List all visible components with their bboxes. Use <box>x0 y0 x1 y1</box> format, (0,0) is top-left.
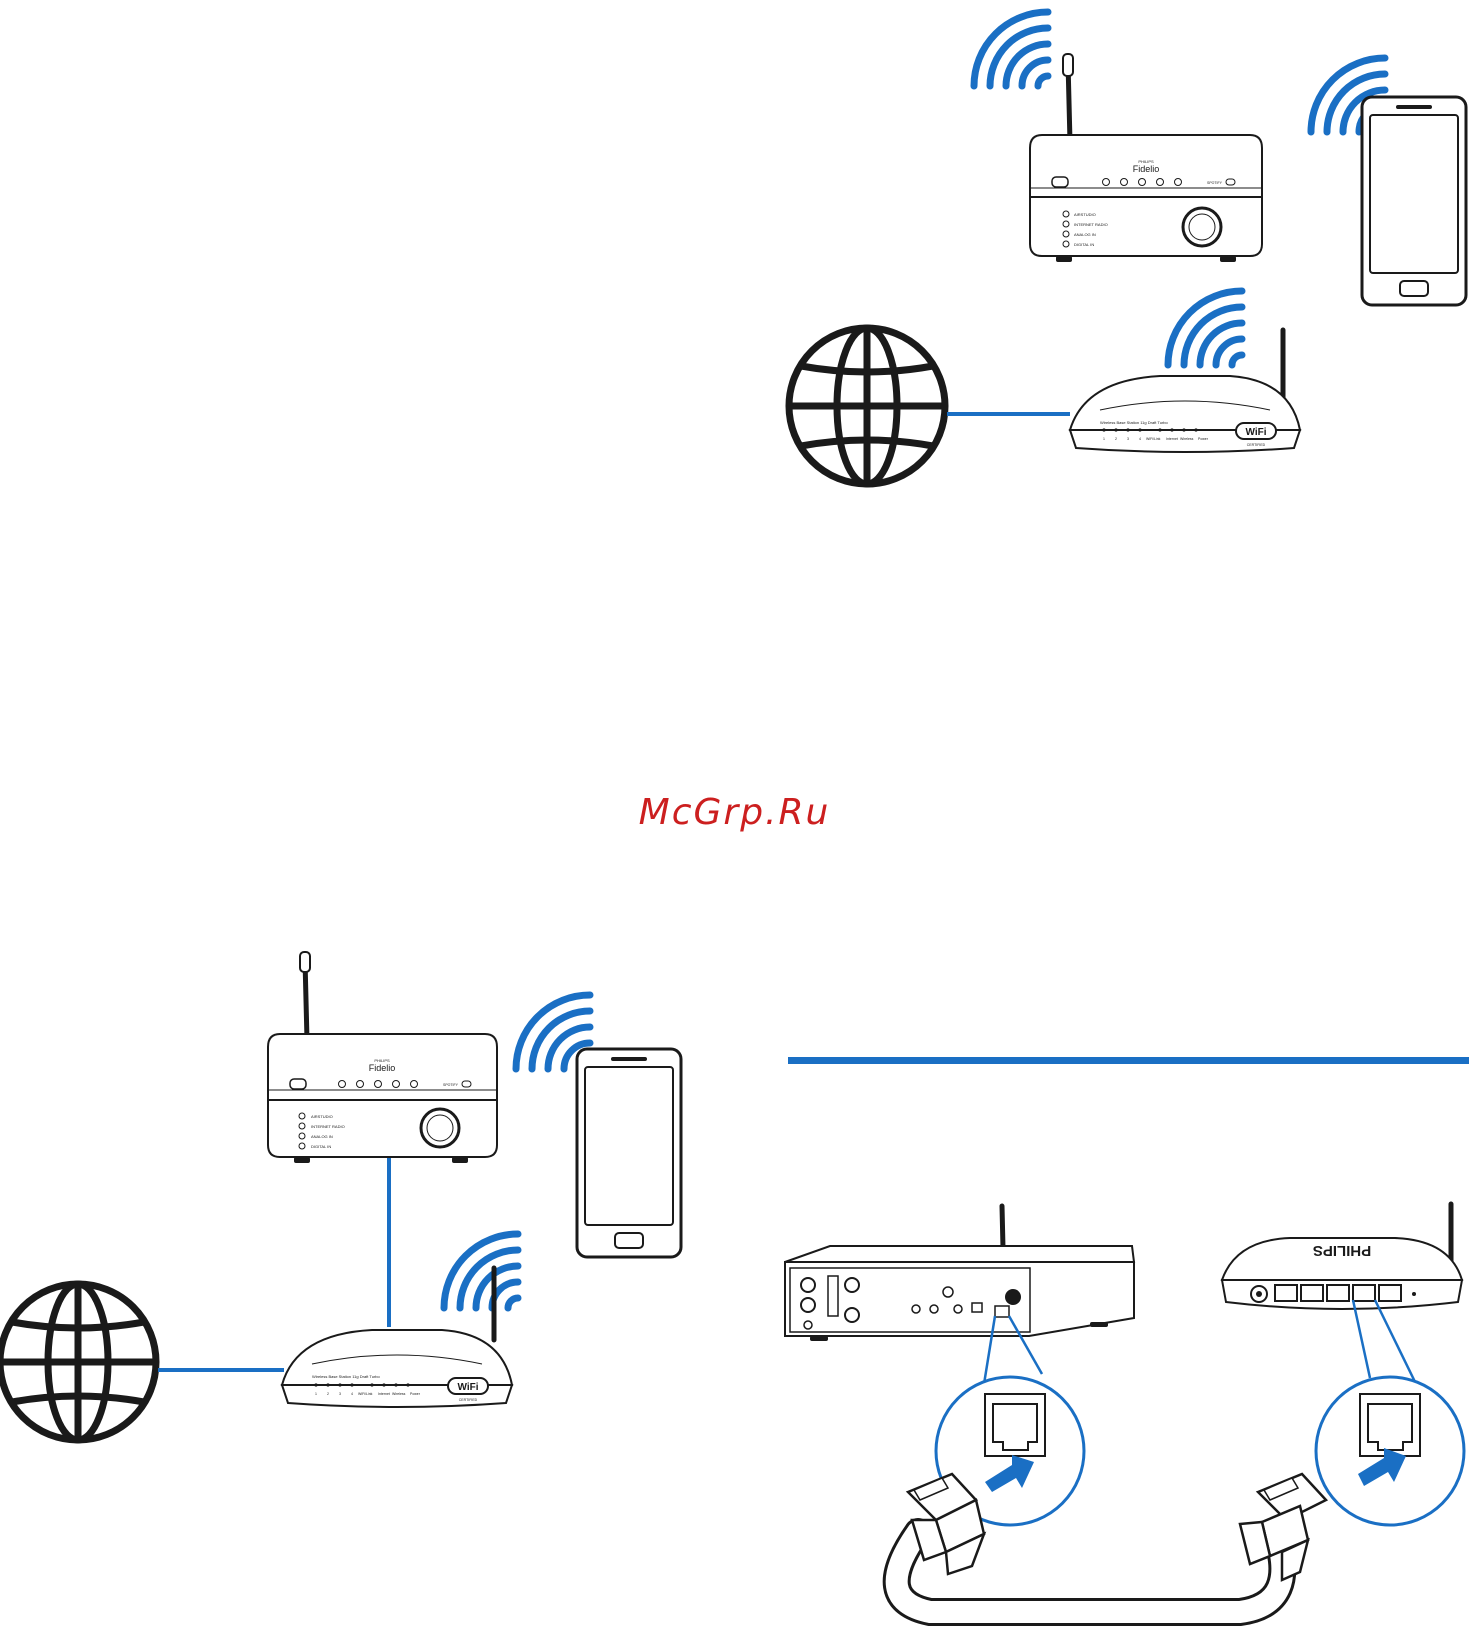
port-zoom-callout <box>934 1375 1086 1527</box>
smartphone-icon <box>575 1047 683 1259</box>
wifi-certified-text: CERTIFIED <box>1247 443 1266 447</box>
source-label: DIGITAL IN <box>1074 242 1094 247</box>
router-status-label: Wireless <box>1180 437 1194 441</box>
router-status-label: Internet <box>1166 437 1178 441</box>
router-port-number: 4 <box>1139 437 1141 441</box>
source-label: INTERNET RADIO <box>1074 222 1108 227</box>
wifi-signal-icon <box>1168 291 1242 365</box>
source-label: DIGITAL IN <box>311 1144 331 1149</box>
watermark-text: McGrp.Ru <box>638 792 831 833</box>
ethernet-plug-icon <box>905 1472 987 1576</box>
router-title: Wireless Base Station 11g Draft Turbo <box>312 1374 381 1379</box>
device-right-label: SPOTIFY <box>1207 181 1223 185</box>
device-brand-name: Fidelio <box>1133 164 1160 174</box>
router-port-number: 2 <box>327 1392 329 1396</box>
router-port-number: 1 <box>315 1392 317 1396</box>
router-port-number: 1 <box>1103 437 1105 441</box>
wifi-logo-badge <box>447 1377 489 1395</box>
device-brand-name: Fidelio <box>369 1063 396 1073</box>
source-label: AIRSTUDIO <box>311 1114 333 1119</box>
device-right-label: SPOTIFY <box>443 1083 459 1087</box>
ethernet-plug-icon <box>1238 1472 1329 1582</box>
fidelio-device: PHILIPS Fidelio SPOTIFY AIRSTUDIO INTERN… <box>267 951 498 1163</box>
router-rear-panel: PHILIPS <box>1220 1201 1464 1310</box>
source-label: AIRSTUDIO <box>1074 212 1096 217</box>
router-port-number: 2 <box>1115 437 1117 441</box>
wifi-logo-badge <box>1235 422 1277 440</box>
ethernet-port-icon <box>994 1305 1010 1318</box>
device-brand-top: PHILIPS <box>1138 159 1154 164</box>
insert-arrow-icon <box>1358 1448 1406 1486</box>
wired-router-setup-diagram: PHILIPS Fidelio SPOTIFY AIRSTUDIO INTERN… <box>0 951 683 1440</box>
router-port-number: 3 <box>1127 437 1129 441</box>
router-status-label: Internet <box>378 1392 390 1396</box>
source-label: INTERNET RADIO <box>311 1124 345 1129</box>
router-status-label: Power <box>1198 437 1209 441</box>
router-port-number: 3 <box>339 1392 341 1396</box>
router-status-label: Power <box>410 1392 421 1396</box>
port-zoom-callout <box>1314 1375 1466 1527</box>
router-status-label: WiFi/Link <box>1146 437 1161 441</box>
globe-icon <box>789 328 945 484</box>
router-status-label: WiFi/Link <box>358 1392 373 1396</box>
fidelio-device: PHILIPS Fidelio SPOTIFY AIRSTUDIO INTERN… <box>1029 53 1263 262</box>
fidelio-rear-panel <box>784 1203 1136 1341</box>
section-divider <box>788 1057 1469 1064</box>
wifi-logo-text: WiFi <box>1245 427 1266 438</box>
ethernet-connection-diagram: PHILIPS <box>784 1201 1466 1626</box>
router-back-brand: PHILIPS <box>1313 1242 1371 1259</box>
wifi-certified-text: CERTIFIED <box>459 1398 478 1402</box>
router-device: Wireless Base Station 11g Draft Turbo 1 … <box>1068 327 1302 453</box>
ethernet-cable <box>882 1472 1329 1626</box>
wifi-logo-text: WiFi <box>457 1382 478 1393</box>
router-status-label: Wireless <box>392 1392 406 1396</box>
router-title: Wireless Base Station 11g Draft Turbo <box>1100 420 1169 425</box>
router-port-number: 4 <box>351 1392 353 1396</box>
smartphone-icon <box>1360 95 1468 307</box>
globe-icon <box>0 1284 156 1440</box>
source-label: ANALOG IN <box>1074 232 1096 237</box>
device-brand-top: PHILIPS <box>374 1058 390 1063</box>
wireless-setup-diagram: PHILIPS Fidelio SPOTIFY AIRSTUDIO INTERN… <box>789 12 1468 484</box>
ethernet-port-icon <box>1352 1284 1376 1302</box>
source-label: ANALOG IN <box>311 1134 333 1139</box>
router-device: Wireless Base Station 11g Draft Turbo 1 … <box>280 1265 514 1408</box>
wifi-signal-icon <box>974 12 1048 86</box>
insert-arrow-icon <box>985 1455 1034 1492</box>
wifi-signal-icon <box>444 1234 518 1308</box>
